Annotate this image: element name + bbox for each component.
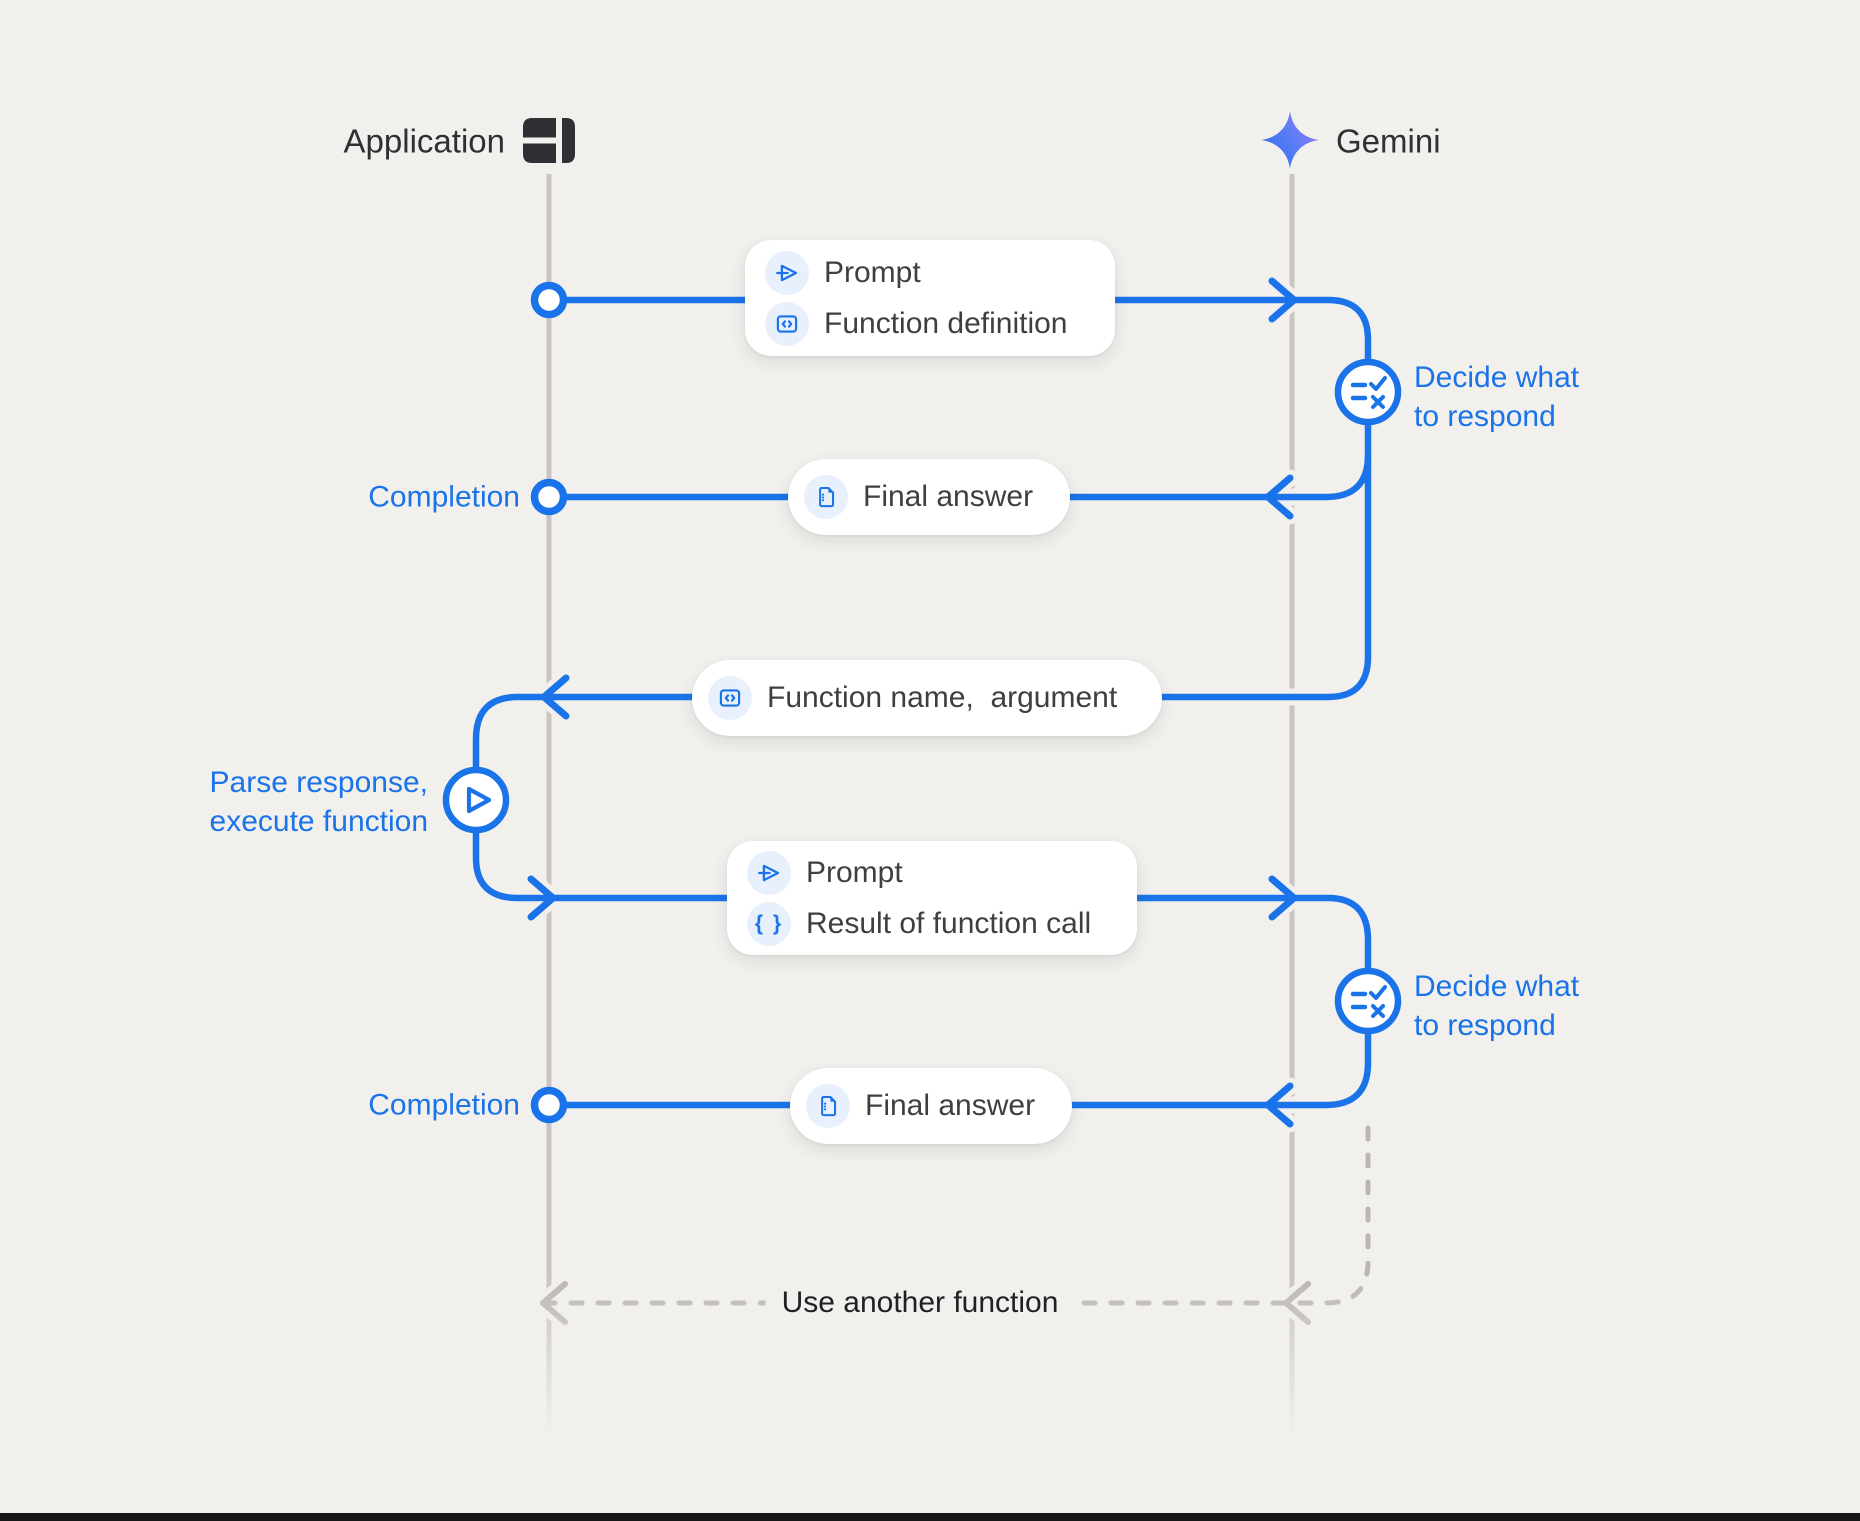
message-label: Function definition [824, 306, 1068, 340]
message-label: Function name, argument [767, 681, 1118, 714]
message-label: Final answer [863, 480, 1034, 513]
arrowhead-final-answer-2 [1264, 1082, 1294, 1128]
wire-casings [467, 272, 1377, 1331]
arrowhead-final-answer-1 [1264, 474, 1294, 520]
code-box-icon [765, 301, 809, 346]
completion-marker-2 [530, 1086, 568, 1124]
decide-label-line: Decide what [1414, 970, 1580, 1003]
start-marker-prompt-1 [530, 281, 568, 319]
completion-label-1: Completion [368, 480, 520, 514]
message-box-prompt-function-result: Prompt { } Result of function call [727, 841, 1137, 955]
arrowhead-prompt-1 [1268, 277, 1298, 323]
message-box-function-name-argument: Function name, argument [692, 660, 1162, 736]
decide-rules-icon [1350, 376, 1387, 409]
code-box-icon [708, 676, 752, 720]
decide-node-1 [1334, 358, 1402, 426]
message-row: Prompt [765, 250, 1115, 295]
document-icon [806, 1084, 850, 1128]
message-row: Function definition [765, 301, 1115, 346]
message-box-final-answer-1: Final answer [788, 459, 1070, 535]
message-row: Prompt [747, 850, 1137, 895]
arrowhead-function-name [540, 674, 570, 720]
arrow-final-answer-2 [545, 997, 1372, 1109]
decide-label-2: Decide what to respond [1414, 967, 1579, 1045]
message-row: { } Result of function call [747, 901, 1137, 946]
decide-label-line: to respond [1414, 400, 1556, 433]
braces-icon: { } [747, 901, 791, 946]
message-label: Result of function call [806, 906, 1092, 940]
parse-label: Parse response, execute function [150, 763, 428, 841]
arrowhead-prompt-2-app [527, 875, 557, 921]
decide-label-1: Decide what to respond [1414, 358, 1579, 436]
message-label: Final answer [865, 1089, 1036, 1122]
message-box-final-answer-2: Final answer [790, 1068, 1072, 1144]
gemini-star-icon [1261, 111, 1319, 169]
decide-node-2 [1334, 967, 1402, 1035]
parse-label-line: Parse response, [209, 766, 428, 799]
message-label: Prompt [824, 255, 921, 289]
completion-label-2: Completion [368, 1088, 520, 1122]
completion-marker-1 [530, 478, 568, 516]
arrow-function-name [472, 388, 1372, 804]
gemini-title: Gemini [1336, 122, 1441, 160]
decide-label-line: to respond [1414, 1009, 1556, 1042]
app-window-icon [523, 118, 575, 163]
play-icon [466, 786, 492, 814]
message-label: Prompt [806, 855, 903, 889]
parse-label-line: execute function [209, 805, 428, 838]
document-icon [804, 475, 848, 519]
application-title: Application [343, 122, 505, 160]
decide-rules-icon [1350, 985, 1387, 1018]
decide-label-line: Decide what [1414, 361, 1580, 394]
bottom-bar [0, 1513, 1860, 1521]
message-box-prompt-function-definition: Prompt Function definition [745, 240, 1115, 356]
send-icon [747, 850, 791, 895]
send-icon [765, 250, 809, 295]
loop-label: Use another function [765, 1282, 1075, 1324]
parse-node [442, 766, 510, 834]
arrowhead-prompt-2-gemini [1268, 875, 1298, 921]
arrow-prompt-1 [545, 296, 1372, 396]
